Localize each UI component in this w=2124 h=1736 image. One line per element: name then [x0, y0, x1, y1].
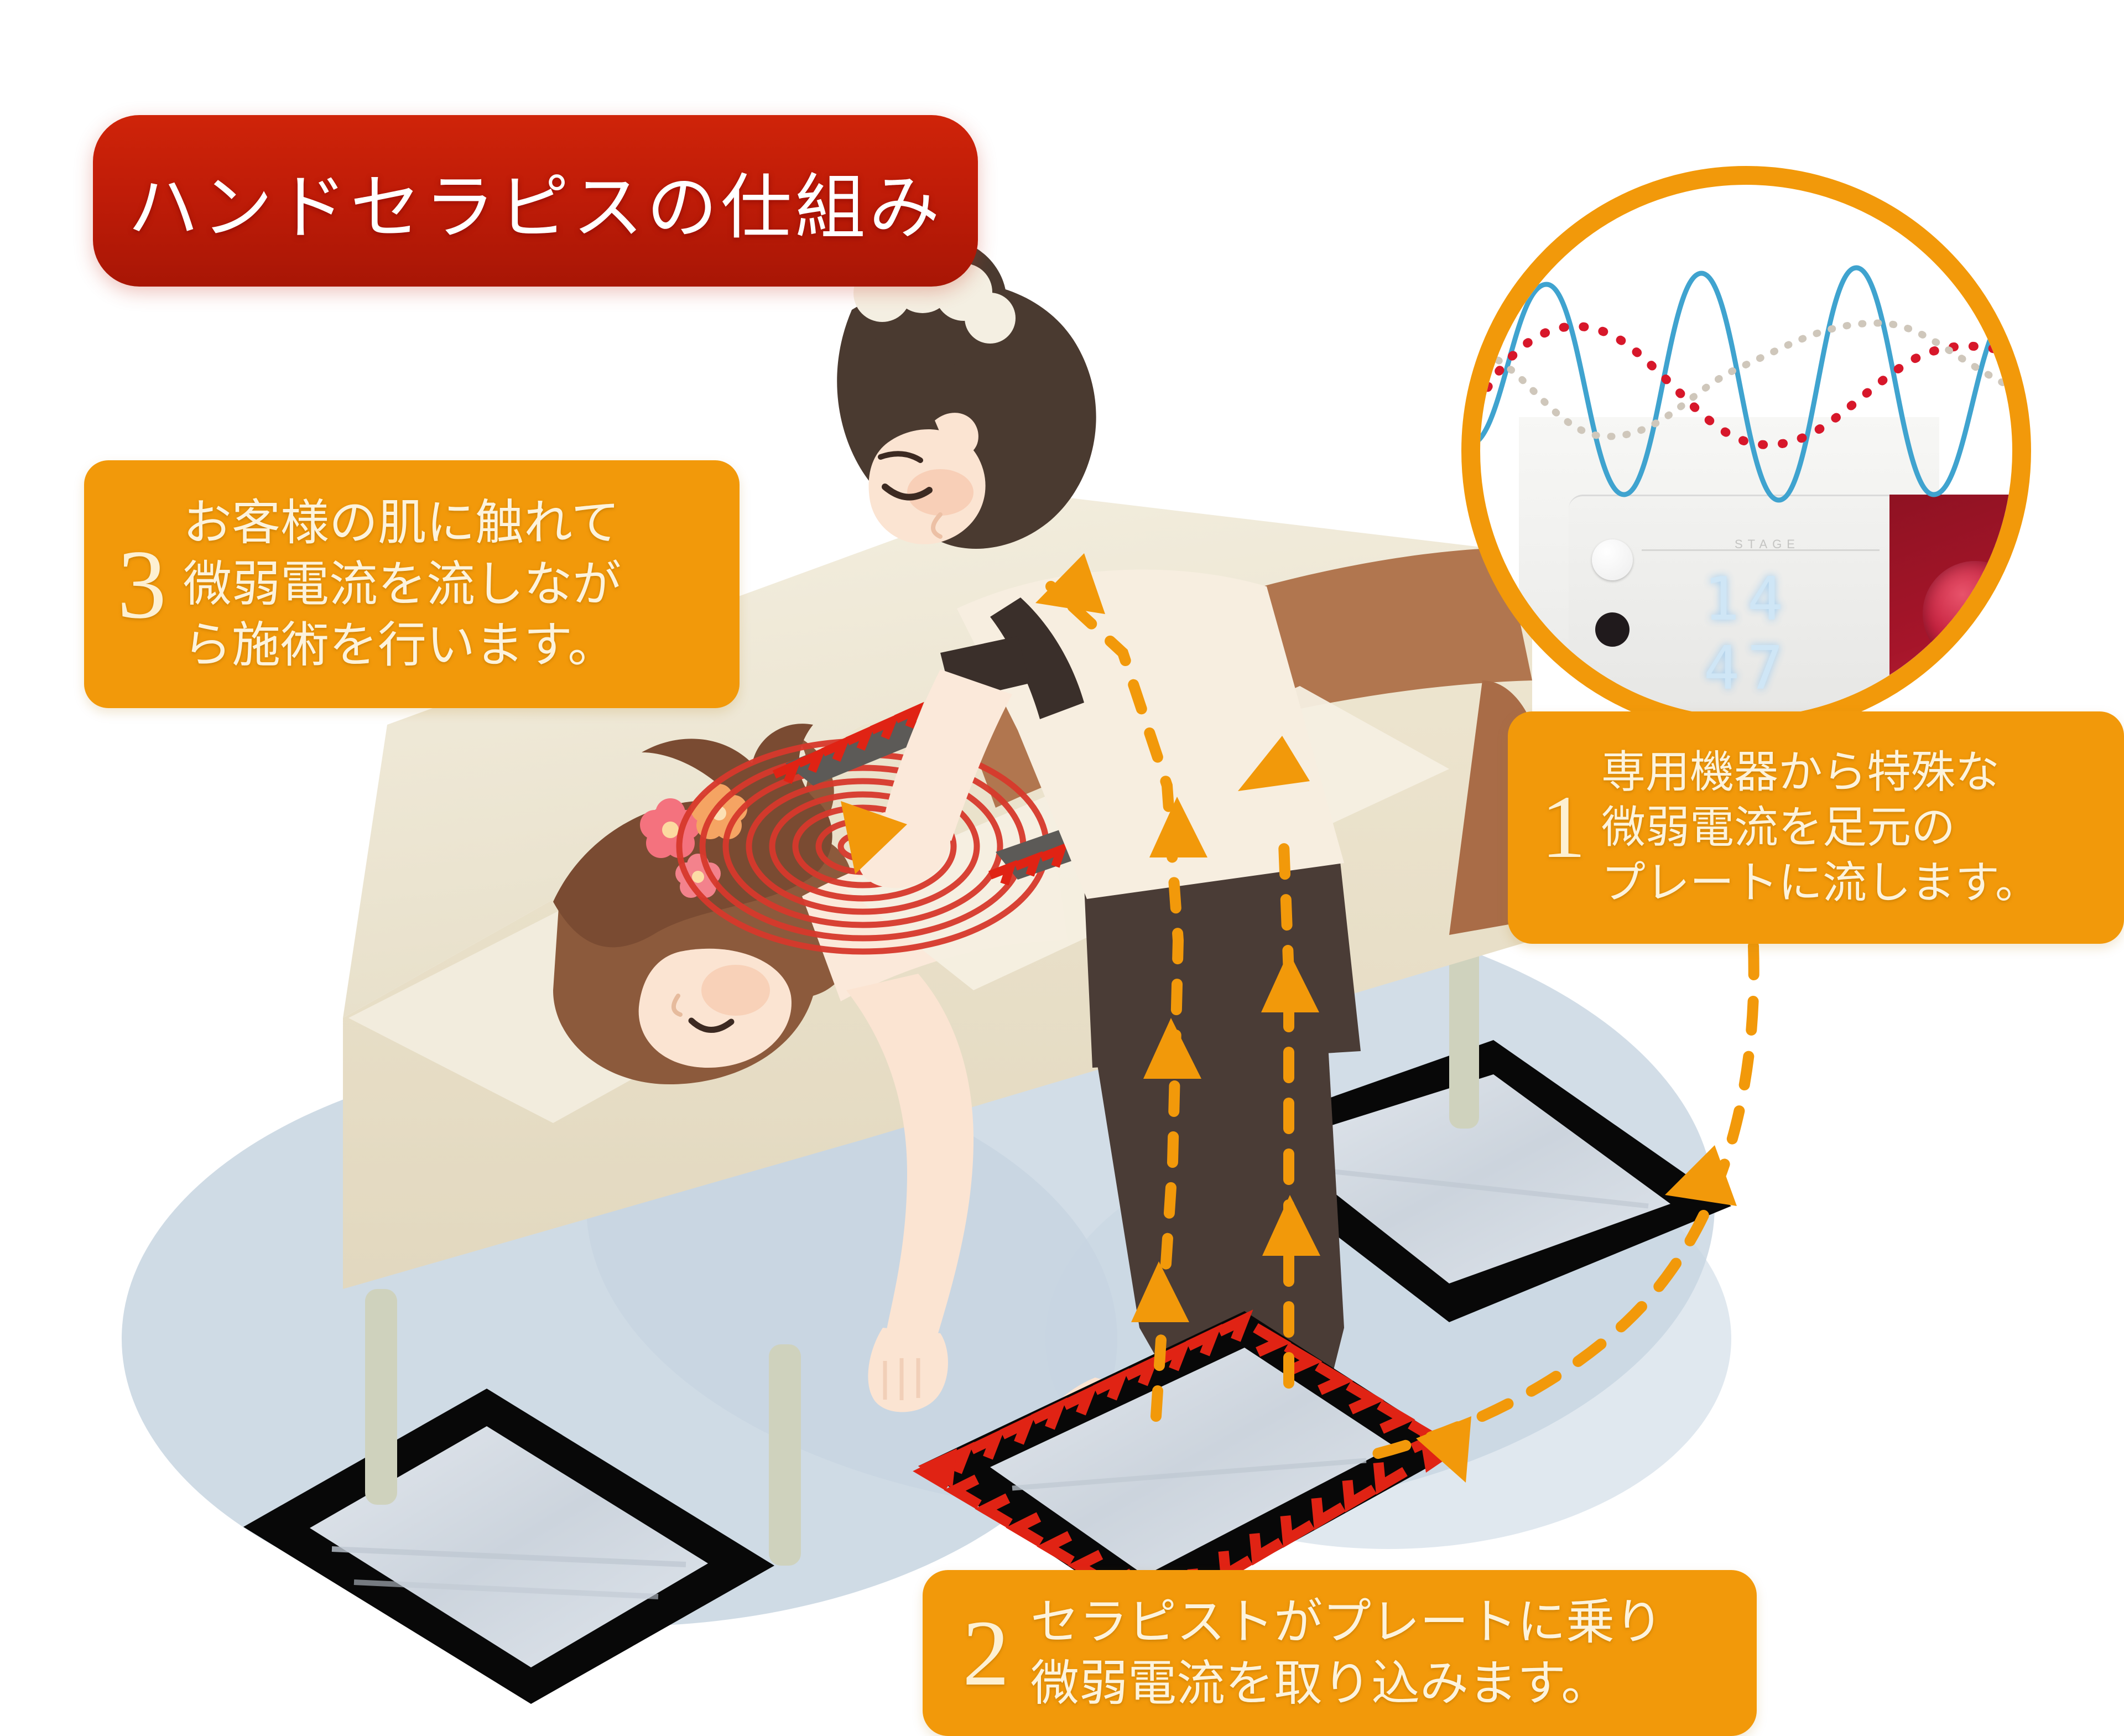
- step-1-line-1: 専用機器から特殊な: [1601, 747, 2000, 797]
- page-title-banner: ハンドセラピスの仕組み: [93, 115, 978, 287]
- mode-button[interactable]: [1595, 612, 1630, 647]
- step-2-text: セラピストがプレートに乗り 微弱電流を取り込みます。: [1030, 1592, 1663, 1714]
- step-2-line-2: 微弱電流を取り込みます。: [1030, 1656, 1610, 1711]
- device-front-panel: STAGE 14 47: [1569, 495, 1889, 717]
- red-wave: [1480, 322, 2012, 450]
- step-1-text: 専用機器から特殊な 微弱電流を足元の プレートに流します。: [1601, 745, 2039, 911]
- waveform-overlay: [1480, 265, 2012, 503]
- step-1-number: 1: [1541, 778, 1586, 877]
- step-3-line-2: 微弱電流を流しなが: [183, 556, 622, 611]
- idle-foot-plate-right: [1211, 1040, 1731, 1322]
- step-2-number: 2: [962, 1601, 1009, 1705]
- device-display-readout: 14 47: [1704, 565, 1792, 703]
- power-button[interactable]: [1592, 539, 1633, 580]
- device-to-plate-flow: [1366, 940, 1759, 1483]
- step-3-line-1: お客様の肌に触れて: [183, 495, 620, 550]
- current-flow-arrowheads: [841, 553, 1320, 1322]
- step-1-line-3: プレートに流します。: [1601, 858, 2039, 907]
- device-photo-inset: STAGE 14 47: [1461, 166, 2031, 736]
- step-2-callout: 2 セラピストがプレートに乗り 微弱電流を取り込みます。: [923, 1570, 1757, 1736]
- stage-label: STAGE: [1735, 537, 1800, 551]
- current-flow-arrows: [1045, 581, 1294, 1422]
- flower-hair-ornament: [640, 784, 747, 898]
- gray-wave: [1480, 319, 2012, 440]
- step-3-number: 3: [117, 529, 166, 639]
- device-dial[interactable]: [1923, 561, 2012, 666]
- blue-wave: [1480, 265, 2012, 503]
- panel-divider: [1642, 549, 1880, 551]
- step-1-line-2: 微弱電流を足元の: [1601, 803, 1955, 852]
- step-3-callout: 3 お客様の肌に触れて 微弱電流を流しなが ら施術を行います。: [84, 460, 740, 708]
- step-3-line-3: ら施術を行います。: [183, 617, 617, 673]
- active-foot-plate: [913, 1309, 1460, 1621]
- electrode-pad-upper: [772, 701, 935, 786]
- device-red-panel: [1889, 495, 2012, 717]
- step-2-line-1: セラピストがプレートに乗り: [1030, 1594, 1664, 1650]
- step-1-callout: 1 専用機器から特殊な 微弱電流を足元の プレートに流します。: [1508, 711, 2124, 944]
- step-3-text: お客様の肌に触れて 微弱電流を流しなが ら施術を行います。: [183, 492, 621, 677]
- page-title: ハンドセラピスの仕組み: [127, 168, 943, 247]
